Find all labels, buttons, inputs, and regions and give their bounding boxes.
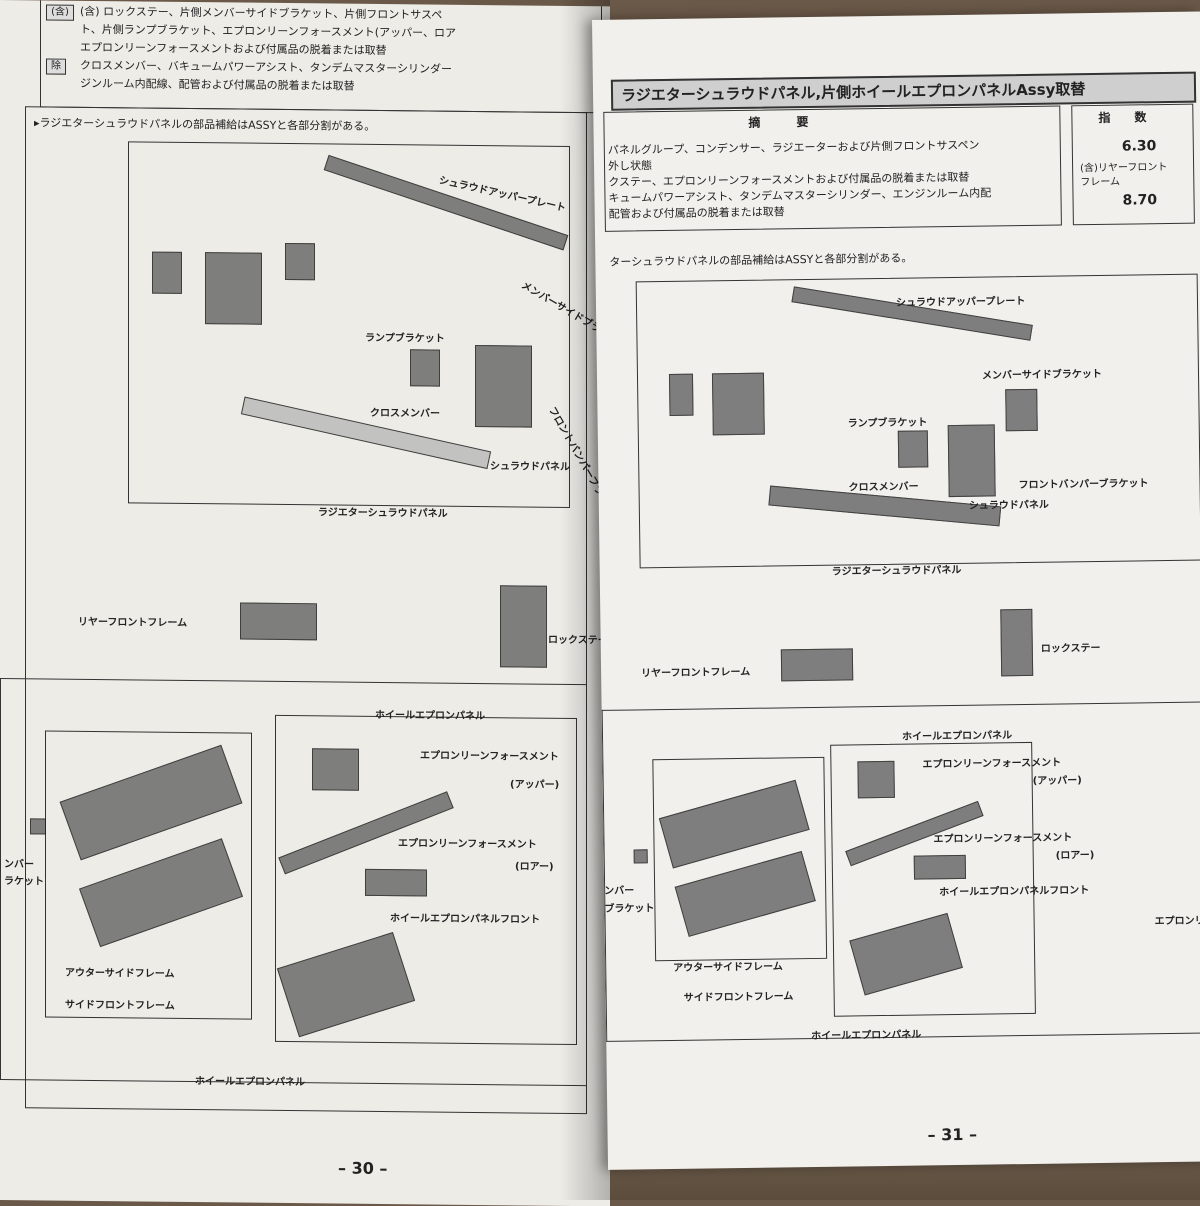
right-label-bracket: ブラケット [604,903,655,915]
left-page: (含) 除 (含) ロックステー、片側メンバーサイドブラケット、片側フロントサス… [0,0,610,1206]
right-summary-line-1: 外し状態 [607,159,653,173]
right-apron-lower-part [913,854,967,880]
right-supply-note: ターシュラウドパネルの部品補給はASSYと各部分割がある。 [609,251,913,269]
right-label-wheel-apron-front: ホイールエプロンパネルフロント [939,885,1090,899]
right-index-value1: 6.30 [1121,138,1157,155]
right-label-radiator-shroud-panel: ラジエターシュラウドパネル [831,564,962,578]
right-apron-upper-part [857,760,895,799]
left-page-number: – 30 – [338,1158,388,1179]
right-label-lock-stay: ロックステー [1040,642,1101,655]
rear-front-frame-part [240,602,317,641]
lock-stay-part [500,585,547,668]
left-label-bracket: ラケット [4,876,44,888]
shroud-left-part [205,252,262,325]
right-label-apron-cut: エプロンリー [1154,915,1200,928]
excl-tag: 除 [46,58,66,75]
left-label-side-front-frame: サイドフロントフレーム [65,999,175,1012]
left-label-member: ンバー [4,859,34,871]
right-label-outer-side-frame: アウターサイドフレーム [673,961,783,974]
right-label-upper-plate: シュラウドアッパープレート [895,295,1026,309]
left-label-radiator-shroud-panel: ラジエターシュラウドパネル [318,507,448,520]
right-page-number: – 31 – [927,1124,978,1145]
right-label-apron-reinf-lower: エプロンリーンフォースメント [933,832,1073,846]
right-index-note2: フレーム [1080,176,1121,189]
right-rear-front-frame-part [780,648,854,682]
right-label-lamp-bracket: ランプブラケット [847,417,928,430]
right-member-bracket-part [1005,388,1038,432]
left-label-cross-member: クロスメンバー [370,407,440,420]
right-small-bracket-part [668,373,694,416]
member-bracket-part [285,242,315,281]
right-page: ラジエターシュラウドパネル,片側ホイールエプロンパネルAssy取替 摘 要 指 … [592,11,1200,1170]
right-index-note: (含)リヤーフロント [1080,161,1168,175]
right-label-cross-member: クロスメンバー [848,481,919,494]
left-note-line5: ジンルーム内配線、配管および付属品の脱着または取替 [80,76,355,93]
small-bracket-part [152,251,182,294]
right-label-side-front-frame: サイドフロントフレーム [683,991,794,1004]
left-label-wheel-apron-panel-top: ホイールエプロンパネル [375,709,485,723]
apron-upper-part [312,748,359,791]
left-label-apron-reinf-lower: エプロンリーンフォースメント [398,838,537,851]
small-member-part [30,818,46,835]
right-label-member: ンバー [604,885,635,897]
left-label-lamp-bracket: ランプブラケット [365,332,445,345]
right-label-wheel-apron-panel-bottom: ホイールエプロンパネル [811,1029,922,1043]
left-label-upper-paren: (アッパー) [510,779,560,791]
left-label-rear-front-frame: リヤーフロントフレーム [78,616,188,629]
right-label-lower-paren: (ロアー) [1055,850,1095,862]
left-label-outer-side-frame: アウターサイドフレーム [65,967,175,980]
right-summary-line-4: 配管および付属品の脱着または取替 [608,205,785,221]
right-small-member-part [633,849,648,864]
apron-lower-part [365,868,427,897]
left-label-apron-reinf-upper: エプロンリーンフォースメント [420,750,559,763]
lamp-bracket-part [410,349,440,387]
right-label-upper-paren: (アッパー) [1032,775,1082,787]
right-label-shroud-panel: シュラウドパネル [968,499,1049,512]
right-lock-stay-part [1000,608,1034,677]
right-label-front-bumper-bracket: フロントバンパーブラケット [1018,478,1149,492]
right-shroud-panel-part [947,424,996,498]
right-shroud-left-part [711,372,765,436]
incl-tag: (含) [46,4,74,21]
right-index-value2: 8.70 [1122,192,1158,209]
right-lamp-bracket-part [897,430,929,468]
right-label-apron-reinf-upper: エプロンリーンフォースメント [922,757,1062,771]
right-header-index: 指 数 [1098,110,1147,125]
right-label-wheel-apron-panel-top: ホイールエプロンパネル [901,730,1013,743]
right-label-member-side-bracket: メンバーサイドブラケット [981,368,1102,382]
left-label-wheel-apron-panel-bottom: ホイールエプロンパネル [195,1076,305,1089]
shroud-panel-part [475,344,532,428]
left-label-shroud-panel: シュラウドパネル [490,461,570,473]
left-label-wheel-apron-front: ホイールエプロンパネルフロント [390,913,540,926]
right-label-rear-front-frame: リヤーフロントフレーム [641,666,751,680]
left-label-lower-paren: (ロアー) [515,861,554,873]
right-header-summary: 摘 要 [748,114,809,130]
